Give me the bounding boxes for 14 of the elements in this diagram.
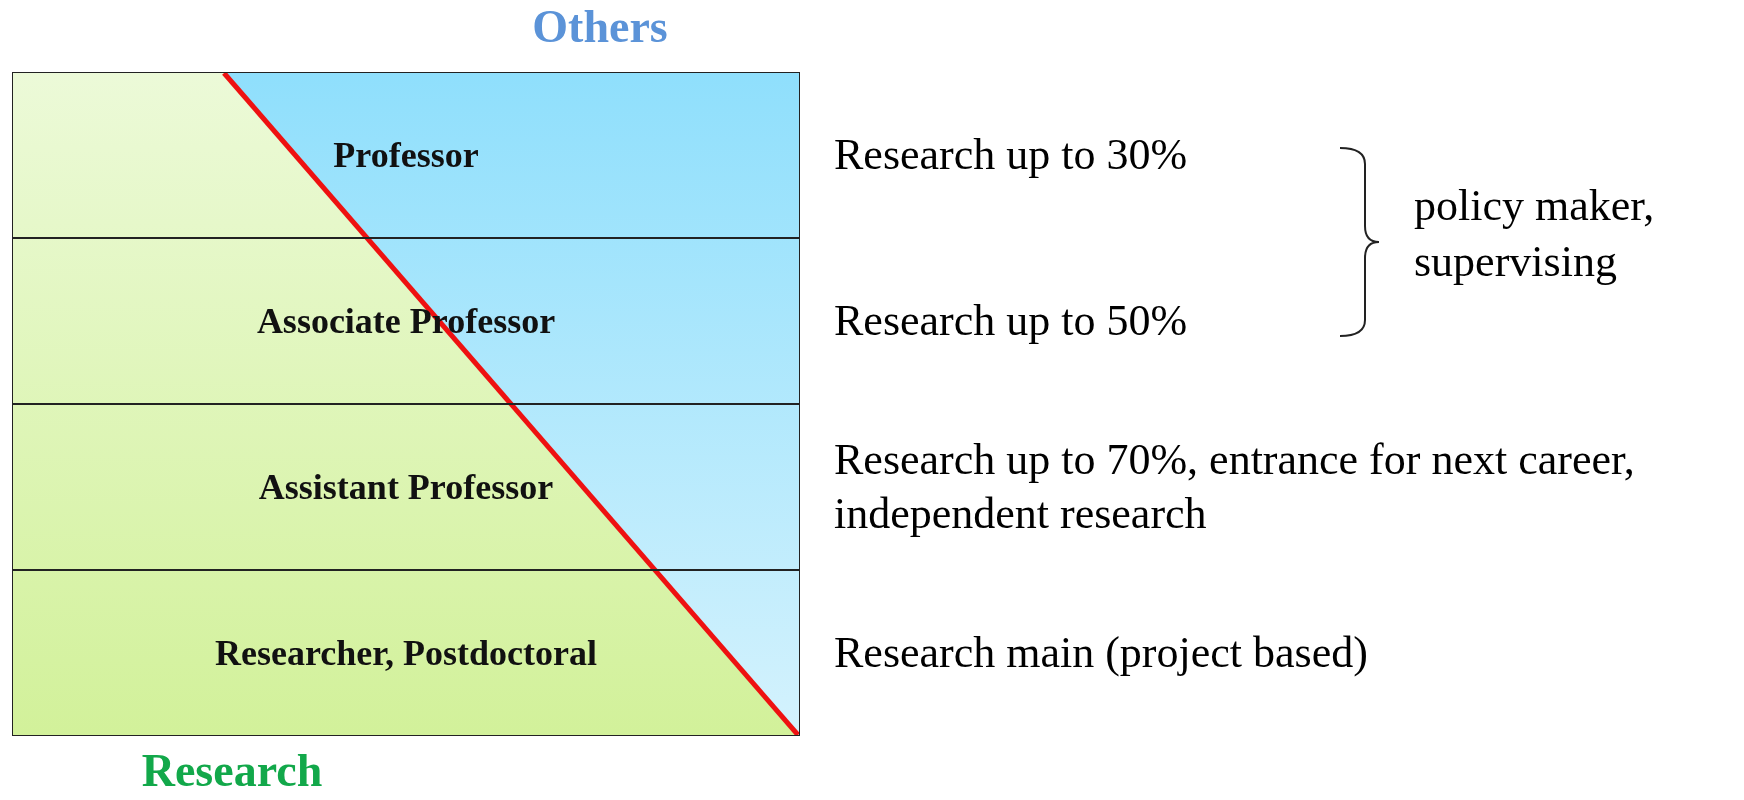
others-heading: Others	[531, 0, 669, 53]
rank-band	[12, 238, 800, 404]
rank-label: Assistant Professor	[258, 466, 554, 508]
rank-label: Professor	[333, 134, 479, 176]
rank-band	[12, 404, 800, 570]
research-heading: Research	[140, 744, 324, 797]
rank-band	[12, 72, 800, 238]
research-share-note: Research up to 50%	[834, 295, 1189, 347]
role-note: policy maker, supervising	[1414, 180, 1656, 288]
research-share-note: Research main (project based)	[834, 627, 1369, 679]
rank-band	[12, 570, 800, 736]
research-share-note: Research up to 30%	[834, 129, 1189, 181]
research-share-note: Research up to 70%, entrance for next career, independent research	[834, 434, 1636, 540]
rank-label: Researcher, Postdoctoral	[215, 632, 597, 674]
